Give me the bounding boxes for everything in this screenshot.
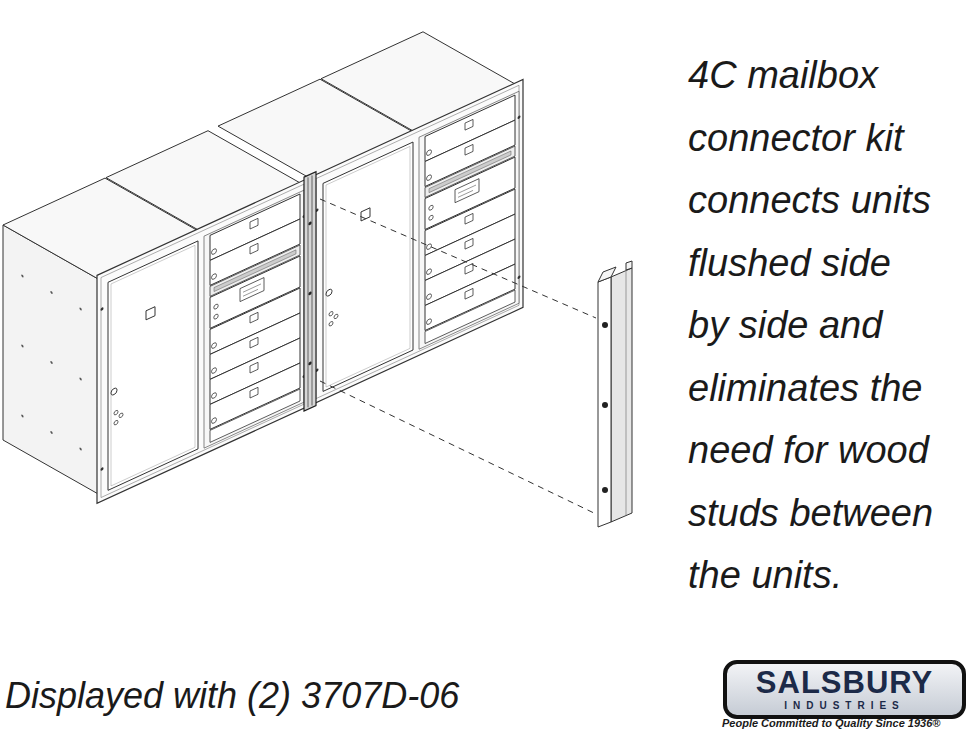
brand-logo: SALSBURYINDUSTRIES (723, 660, 966, 719)
guide-lines (320, 199, 596, 514)
connector-channel (598, 261, 632, 527)
description-text: 4C mailbox connector kit connects units … (688, 44, 937, 607)
brand-name: SALSBURY (737, 667, 952, 700)
connector-bar (304, 172, 316, 412)
mailbox-unit (312, 79, 523, 404)
mailbox-unit (97, 178, 308, 503)
brand-subtitle: INDUSTRIES (737, 700, 952, 711)
caption-text: Displayed with (2) 3707D-06 (5, 674, 459, 717)
